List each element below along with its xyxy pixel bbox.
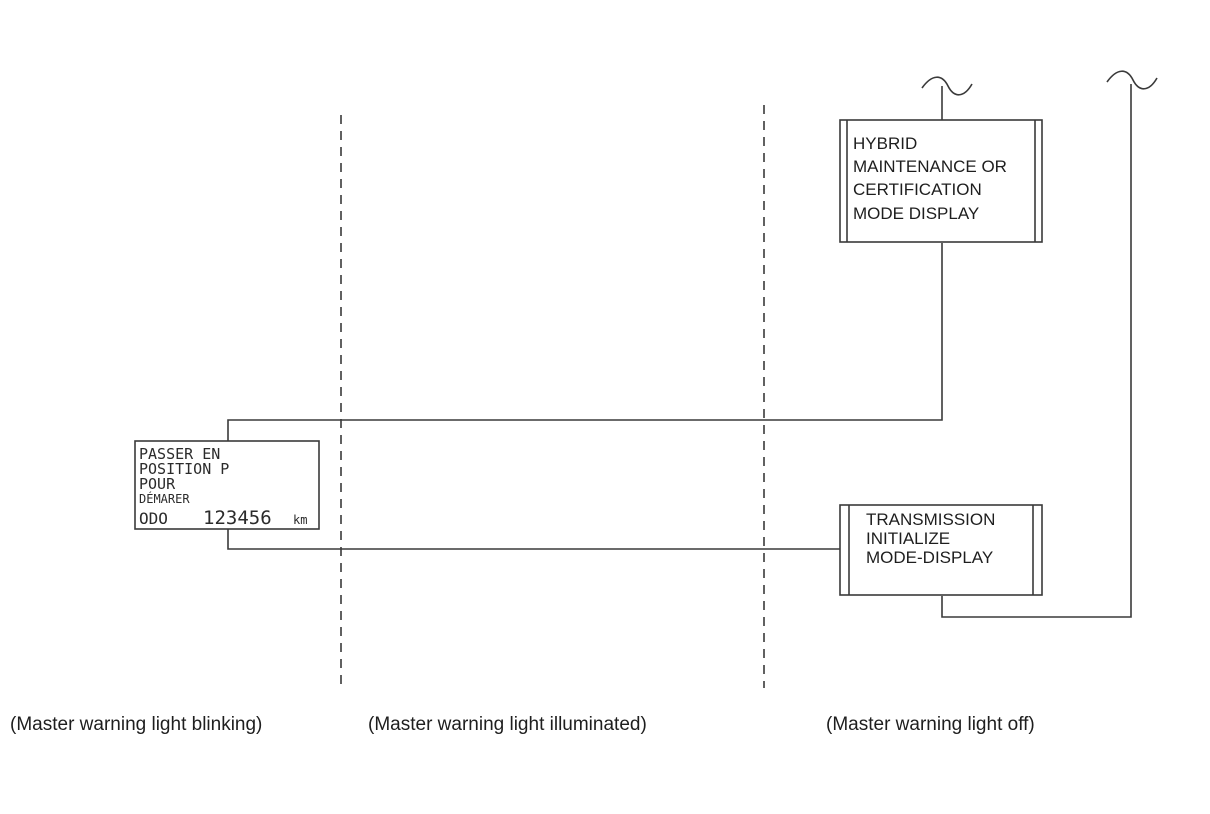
connector-display-to-hybrid bbox=[227, 243, 943, 442]
transmission-mode-box: TRANSMISSION INITIALIZE MODE-DISPLAY bbox=[839, 504, 1043, 596]
caption-blinking: (Master warning light blinking) bbox=[10, 714, 262, 735]
connector-transmission-continuation bbox=[941, 84, 1132, 618]
display-screen: PASSER EN POSITION P POUR DÉMARER ODO 12… bbox=[134, 440, 320, 530]
transmission-box-line-1: TRANSMISSION bbox=[866, 510, 995, 529]
odo-value: 123456 bbox=[203, 507, 272, 529]
hybrid-box-line-2: MAINTENANCE OR bbox=[853, 157, 1007, 176]
odo-unit: km bbox=[293, 513, 307, 527]
connector-display-to-transmission bbox=[227, 529, 840, 550]
display-line-4: DÉMARER bbox=[139, 491, 190, 506]
caption-illuminated: (Master warning light illuminated) bbox=[368, 714, 647, 735]
transmission-box-line-3: MODE-DISPLAY bbox=[866, 548, 993, 567]
hybrid-box-line-1: HYBRID bbox=[853, 134, 917, 153]
transmission-box-line-2: INITIALIZE bbox=[866, 529, 950, 548]
break-mark-left bbox=[921, 76, 973, 96]
hybrid-box-line-4: MODE DISPLAY bbox=[853, 204, 979, 223]
odo-label: ODO bbox=[139, 509, 168, 528]
display-line-2: POSITION P bbox=[139, 460, 229, 478]
display-line-1: PASSER EN bbox=[139, 445, 220, 463]
hybrid-box-line-3: CERTIFICATION bbox=[853, 180, 982, 199]
hybrid-mode-box: HYBRID MAINTENANCE OR CERTIFICATION MODE… bbox=[839, 119, 1043, 243]
caption-off: (Master warning light off) bbox=[826, 714, 1035, 735]
break-mark-right bbox=[1106, 70, 1158, 90]
display-line-3: POUR bbox=[139, 475, 176, 493]
